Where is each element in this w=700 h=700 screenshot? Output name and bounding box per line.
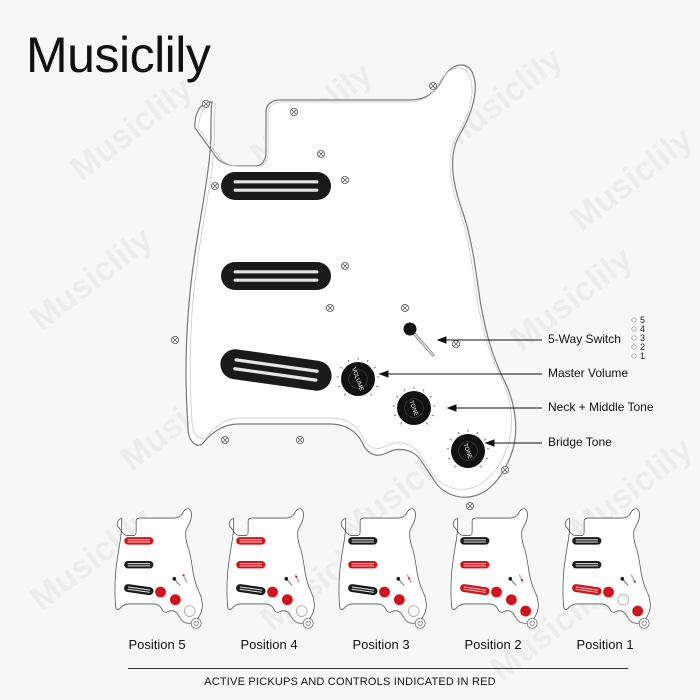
bridge-tone-knob[interactable]: TONE — [446, 429, 490, 469]
switch-scale-dot — [631, 353, 637, 359]
volume-knob — [155, 586, 166, 598]
bridge-pickup — [460, 584, 490, 596]
tone1-knob — [281, 594, 293, 606]
position-diagram — [450, 508, 539, 629]
switch-scale-1: 1 — [640, 351, 646, 361]
screw — [316, 149, 326, 159]
switch-scale-5: 5 — [640, 315, 646, 325]
screw — [340, 261, 350, 271]
volume-knob — [491, 586, 502, 598]
callout-five-way-switch: 5-Way Switch — [548, 332, 621, 346]
bridge-pickup — [236, 584, 266, 596]
callout-neck-middle-tone: Neck + Middle Tone — [548, 400, 654, 414]
middle-pickup — [460, 561, 490, 569]
neck-pickup — [236, 537, 266, 545]
tone2-knob — [520, 605, 532, 617]
position-1-label: Position 1 — [576, 637, 634, 652]
screw — [340, 175, 350, 185]
tone1-knob — [169, 594, 181, 606]
middle-pickup — [236, 561, 266, 569]
switch-scale-2: 2 — [640, 342, 646, 352]
middle-pickup — [221, 262, 331, 290]
callout-master-volume: Master Volume — [548, 366, 629, 380]
svg-text:TONE: TONE — [408, 400, 419, 417]
screw — [465, 501, 475, 511]
screw — [295, 435, 305, 445]
position-diagram — [338, 508, 427, 629]
tone2-knob — [632, 605, 644, 617]
neck-pickup — [348, 537, 378, 545]
switch-scale-dot — [631, 317, 637, 323]
switch-scale-dot — [631, 335, 637, 341]
screw — [289, 107, 299, 117]
position-diagram — [562, 508, 651, 629]
screw — [428, 81, 438, 91]
neck-pickup — [221, 172, 331, 200]
footer-caption: ACTIVE PICKUPS AND CONTROLS INDICATED IN… — [204, 676, 496, 688]
tone1-knob — [505, 594, 517, 606]
middle-pickup — [124, 561, 154, 569]
tone2-knob — [295, 605, 308, 617]
position-2-label: Position 2 — [464, 637, 522, 652]
volume-knob — [603, 586, 614, 598]
bridge-pickup — [124, 584, 154, 596]
bridge-pickup — [220, 349, 332, 391]
screw — [210, 181, 220, 191]
volume-knob[interactable]: VOLUME — [336, 357, 380, 397]
position-4-label: Position 4 — [240, 637, 298, 652]
five-way-switch[interactable] — [403, 322, 435, 357]
tone1-knob — [393, 594, 405, 606]
svg-text:TONE: TONE — [462, 443, 473, 460]
output-jack — [638, 617, 650, 629]
neck-pickup — [460, 537, 490, 545]
screw — [500, 465, 510, 475]
switch-scale-dot — [631, 344, 637, 350]
position-diagram — [114, 508, 203, 629]
switch-scale-3: 3 — [640, 333, 646, 343]
output-jack — [190, 617, 202, 629]
volume-knob — [379, 586, 390, 598]
footer-divider — [128, 668, 628, 669]
middle-pickup — [348, 561, 378, 569]
switch-scale-dot — [631, 326, 637, 332]
callout-arrows — [378, 336, 542, 447]
callout-bridge-tone: Bridge Tone — [548, 435, 612, 449]
tone1-knob — [617, 593, 630, 606]
switch-position-scale: 5 4 3 2 1 — [640, 316, 645, 361]
screw — [201, 99, 211, 109]
neck-pickup — [124, 537, 154, 545]
screw — [170, 335, 180, 345]
screw — [325, 303, 335, 313]
output-jack — [526, 617, 538, 629]
switch-scale-4: 4 — [640, 324, 646, 334]
output-jack — [302, 617, 314, 629]
output-jack — [414, 617, 426, 629]
screw — [451, 339, 461, 349]
brand-logo: Musiclily — [26, 27, 211, 83]
bridge-pickup — [572, 584, 602, 596]
screw — [400, 303, 410, 313]
tone2-knob — [407, 605, 420, 617]
volume-knob — [267, 586, 278, 598]
position-diagram — [226, 508, 315, 629]
position-3-label: Position 3 — [352, 637, 410, 652]
neck-middle-tone-knob[interactable]: TONE — [392, 386, 436, 426]
middle-pickup — [572, 561, 602, 569]
neck-pickup — [572, 537, 602, 545]
bridge-pickup — [348, 584, 378, 596]
screw — [220, 435, 230, 445]
position-5-label: Position 5 — [128, 637, 186, 652]
tone2-knob — [183, 605, 196, 617]
